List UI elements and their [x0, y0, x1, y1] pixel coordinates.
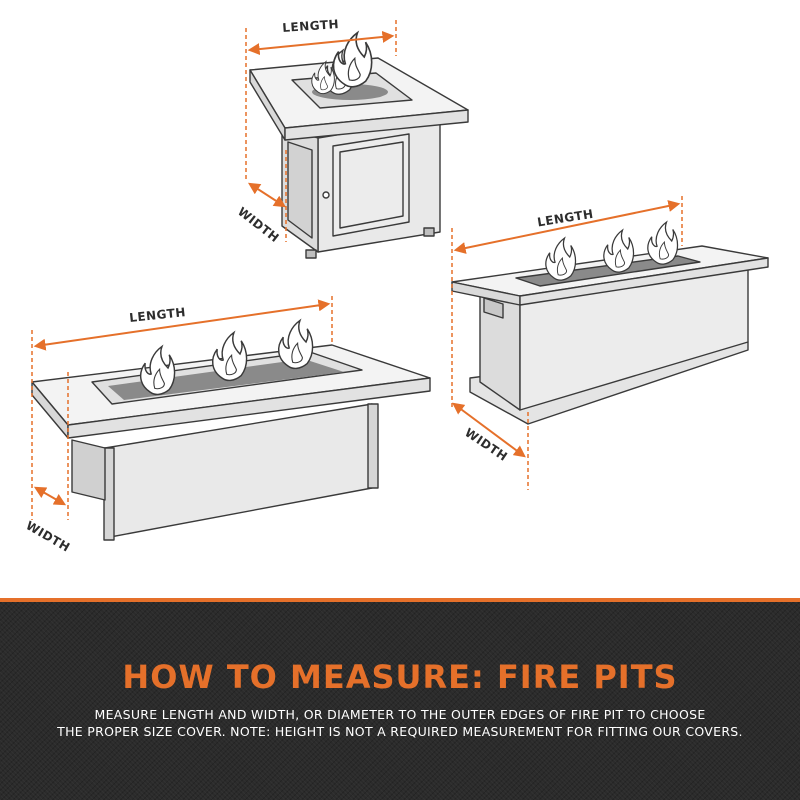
- width-arrow: [247, 182, 287, 208]
- length-arrow: [453, 200, 681, 254]
- length-label: LENGTH: [536, 207, 594, 230]
- width-label: WIDTH: [24, 518, 73, 554]
- width-arrow: [452, 402, 526, 458]
- trough-fire-pit: [451, 245, 769, 425]
- instruction-text-line-2: THE PROPER SIZE COVER. NOTE: HEIGHT IS N…: [57, 724, 743, 739]
- width-label: WIDTH: [462, 425, 510, 464]
- length-label: LENGTH: [282, 17, 340, 35]
- length-label: LENGTH: [129, 305, 187, 325]
- fire-pit-illustration: LENGTH WIDTH LENGTH WIDTH LENGTH WIDTH: [23, 17, 769, 555]
- width-arrow: [33, 486, 67, 506]
- length-arrow: [33, 299, 331, 351]
- accent-divider: [0, 598, 800, 602]
- width-label: WIDTH: [235, 204, 282, 245]
- panel-headline: HOW TO MEASURE: FIRE PITS: [122, 658, 678, 696]
- square-fire-pit: [249, 57, 469, 259]
- instructions-panel: HOW TO MEASURE: FIRE PITS MEASURE LENGTH…: [0, 598, 800, 800]
- instruction-text-line-1: MEASURE LENGTH AND WIDTH, OR DIAMETER TO…: [94, 707, 706, 722]
- length-arrow: [247, 30, 395, 56]
